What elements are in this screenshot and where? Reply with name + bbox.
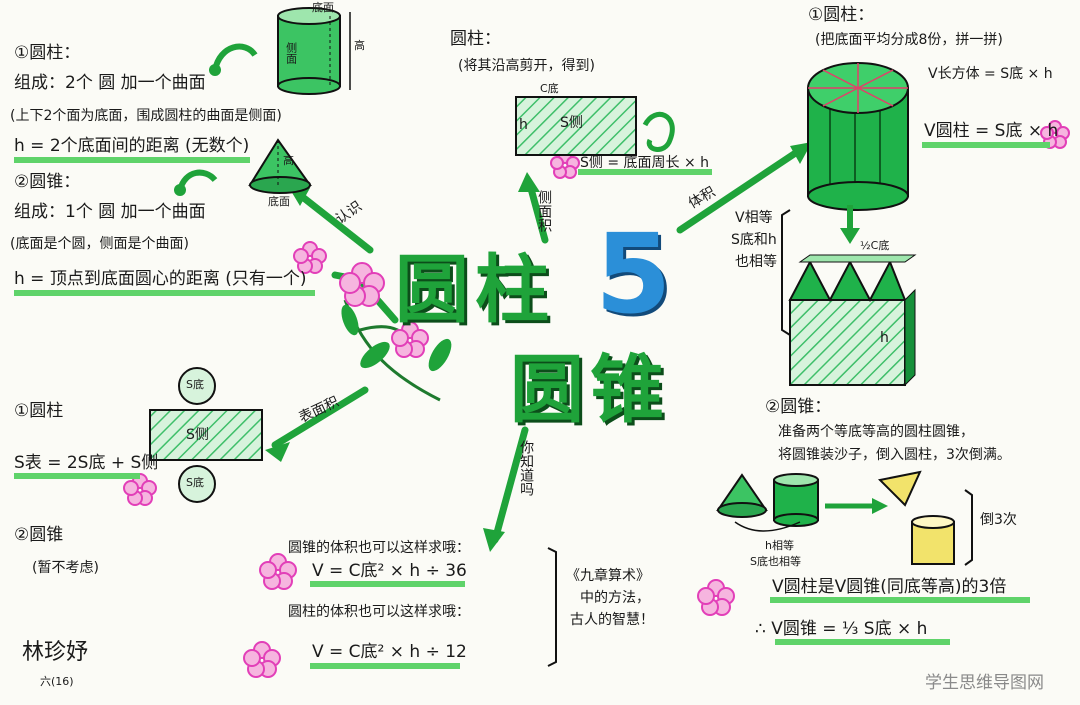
cone-figure	[248, 138, 312, 194]
volume-cuboid	[788, 254, 917, 387]
fig-cylinder-top-label: 底面	[312, 1, 334, 14]
unfold-rect-top-label: C底	[540, 82, 559, 95]
know-aside-1: 《九章算术》	[566, 568, 650, 584]
know-formula1: V = C底² × h ÷ 36	[312, 561, 467, 581]
volume-cylinder-formula: V圆柱 = S底 × h	[924, 121, 1059, 141]
fig-cylinder-side-label: 侧面	[284, 42, 298, 64]
author-name: 林珍妤	[22, 640, 89, 665]
know-aside-2: 中的方法，	[580, 590, 650, 606]
surface-cone-note: (暂不考虑)	[32, 560, 99, 576]
unfold-heading: 圆柱：	[450, 29, 501, 49]
fig-cone-base-label: 底面	[268, 195, 290, 208]
fig-cone-height-label: 高	[283, 154, 294, 167]
volume-cone-note-1: 准备两个等底等高的圆柱圆锥，	[778, 424, 974, 440]
volume-mid-note-2: S底和h	[731, 232, 777, 248]
know-formula2-heading: 圆柱的体积也可以这样求哦：	[288, 604, 470, 620]
know-aside-3: 古人的智慧！	[570, 612, 654, 628]
surface-cylinder-heading: ①圆柱	[14, 401, 64, 421]
volume-mid-note-3: 也相等	[735, 254, 777, 270]
surface-net	[149, 367, 263, 503]
unfold-rectangle	[515, 96, 637, 156]
arrow-recognize	[296, 191, 374, 254]
title-line1: 圆柱	[395, 247, 555, 333]
volume-eq-h: h相等	[765, 539, 794, 552]
recog-cylinder-heading: ①圆柱：	[14, 43, 81, 63]
surface-cone-heading: ②圆锥	[14, 525, 64, 545]
recog-cylinder-composition: 组成：2个 圆 加一个曲面	[14, 73, 206, 93]
branch-label-unfold: 侧面积	[536, 190, 553, 232]
title-connector: 5	[595, 210, 672, 338]
surface-top-label: S底	[186, 378, 204, 391]
volume-cone-note-2: 将圆锥装沙子，倒入圆柱，3次倒满。	[778, 447, 1011, 463]
volume-cylinder-note: (把底面平均分成8份，拼一拼)	[815, 32, 1003, 48]
volume-pour-count: 倒3次	[980, 512, 1017, 528]
know-formula2: V = C底² × h ÷ 12	[312, 642, 467, 662]
branch-arrows	[271, 146, 804, 544]
unfold-note: (将其沿高剪开，得到)	[458, 58, 595, 74]
surface-formula: S表 = 2S底 + S侧	[14, 453, 159, 473]
volume-cuboid-formula: V长方体 = S底 × h	[928, 66, 1053, 82]
unfold-rect-mid-label: S侧	[560, 115, 583, 131]
volume-cylinder	[807, 62, 909, 211]
recog-cone-composition: 组成：1个 圆 加一个曲面	[14, 202, 206, 222]
branch-label-know: 你知道吗	[518, 440, 535, 496]
watermark: 学生思维导图网	[925, 673, 1044, 693]
cylinder-figure	[277, 7, 351, 95]
volume-cylinder-heading: ①圆柱：	[808, 5, 875, 25]
arrow-surface	[271, 386, 369, 449]
surface-mid-label: S侧	[186, 427, 209, 443]
author-class: 六(16)	[40, 675, 74, 688]
volume-cone-formula: ∴ V圆锥 = ⅓ S底 × h	[755, 619, 928, 639]
arrow-know	[491, 426, 529, 544]
know-formula1-heading: 圆锥的体积也可以这样求哦：	[288, 540, 470, 556]
arrow-unfold	[526, 181, 549, 244]
flower-decorations	[123, 120, 1070, 678]
volume-half-c-label: ½C底	[860, 239, 890, 252]
title-line2: 圆锥	[510, 347, 670, 433]
pour-experiment	[716, 470, 955, 565]
volume-relation: V圆柱是V圆锥(同底等高)的3倍	[772, 577, 1007, 597]
unfold-rect-h-label: h	[519, 117, 528, 133]
volume-h-label: h	[880, 330, 889, 346]
recog-cylinder-note: (上下2个面为底面，围成圆柱的曲面是侧面)	[10, 108, 282, 124]
recog-cylinder-height: h = 2个底面间的距离 (无数个)	[14, 136, 250, 156]
volume-cone-heading: ②圆锥：	[765, 397, 832, 417]
volume-eq-s: S底也相等	[750, 555, 801, 568]
recog-cone-heading: ②圆锥：	[14, 172, 81, 192]
recog-cone-height: h = 顶点到底面圆心的距离 (只有一个)	[14, 269, 307, 289]
volume-mid-note-1: V相等	[735, 210, 773, 226]
fig-cylinder-height-label: 高	[354, 39, 365, 52]
recog-cone-note: (底面是个圆，侧面是个曲面)	[10, 236, 189, 252]
unfold-formula: S侧 = 底面周长 × h	[580, 155, 710, 171]
surface-bottom-label: S底	[186, 476, 204, 489]
arrow-volume	[676, 146, 804, 234]
